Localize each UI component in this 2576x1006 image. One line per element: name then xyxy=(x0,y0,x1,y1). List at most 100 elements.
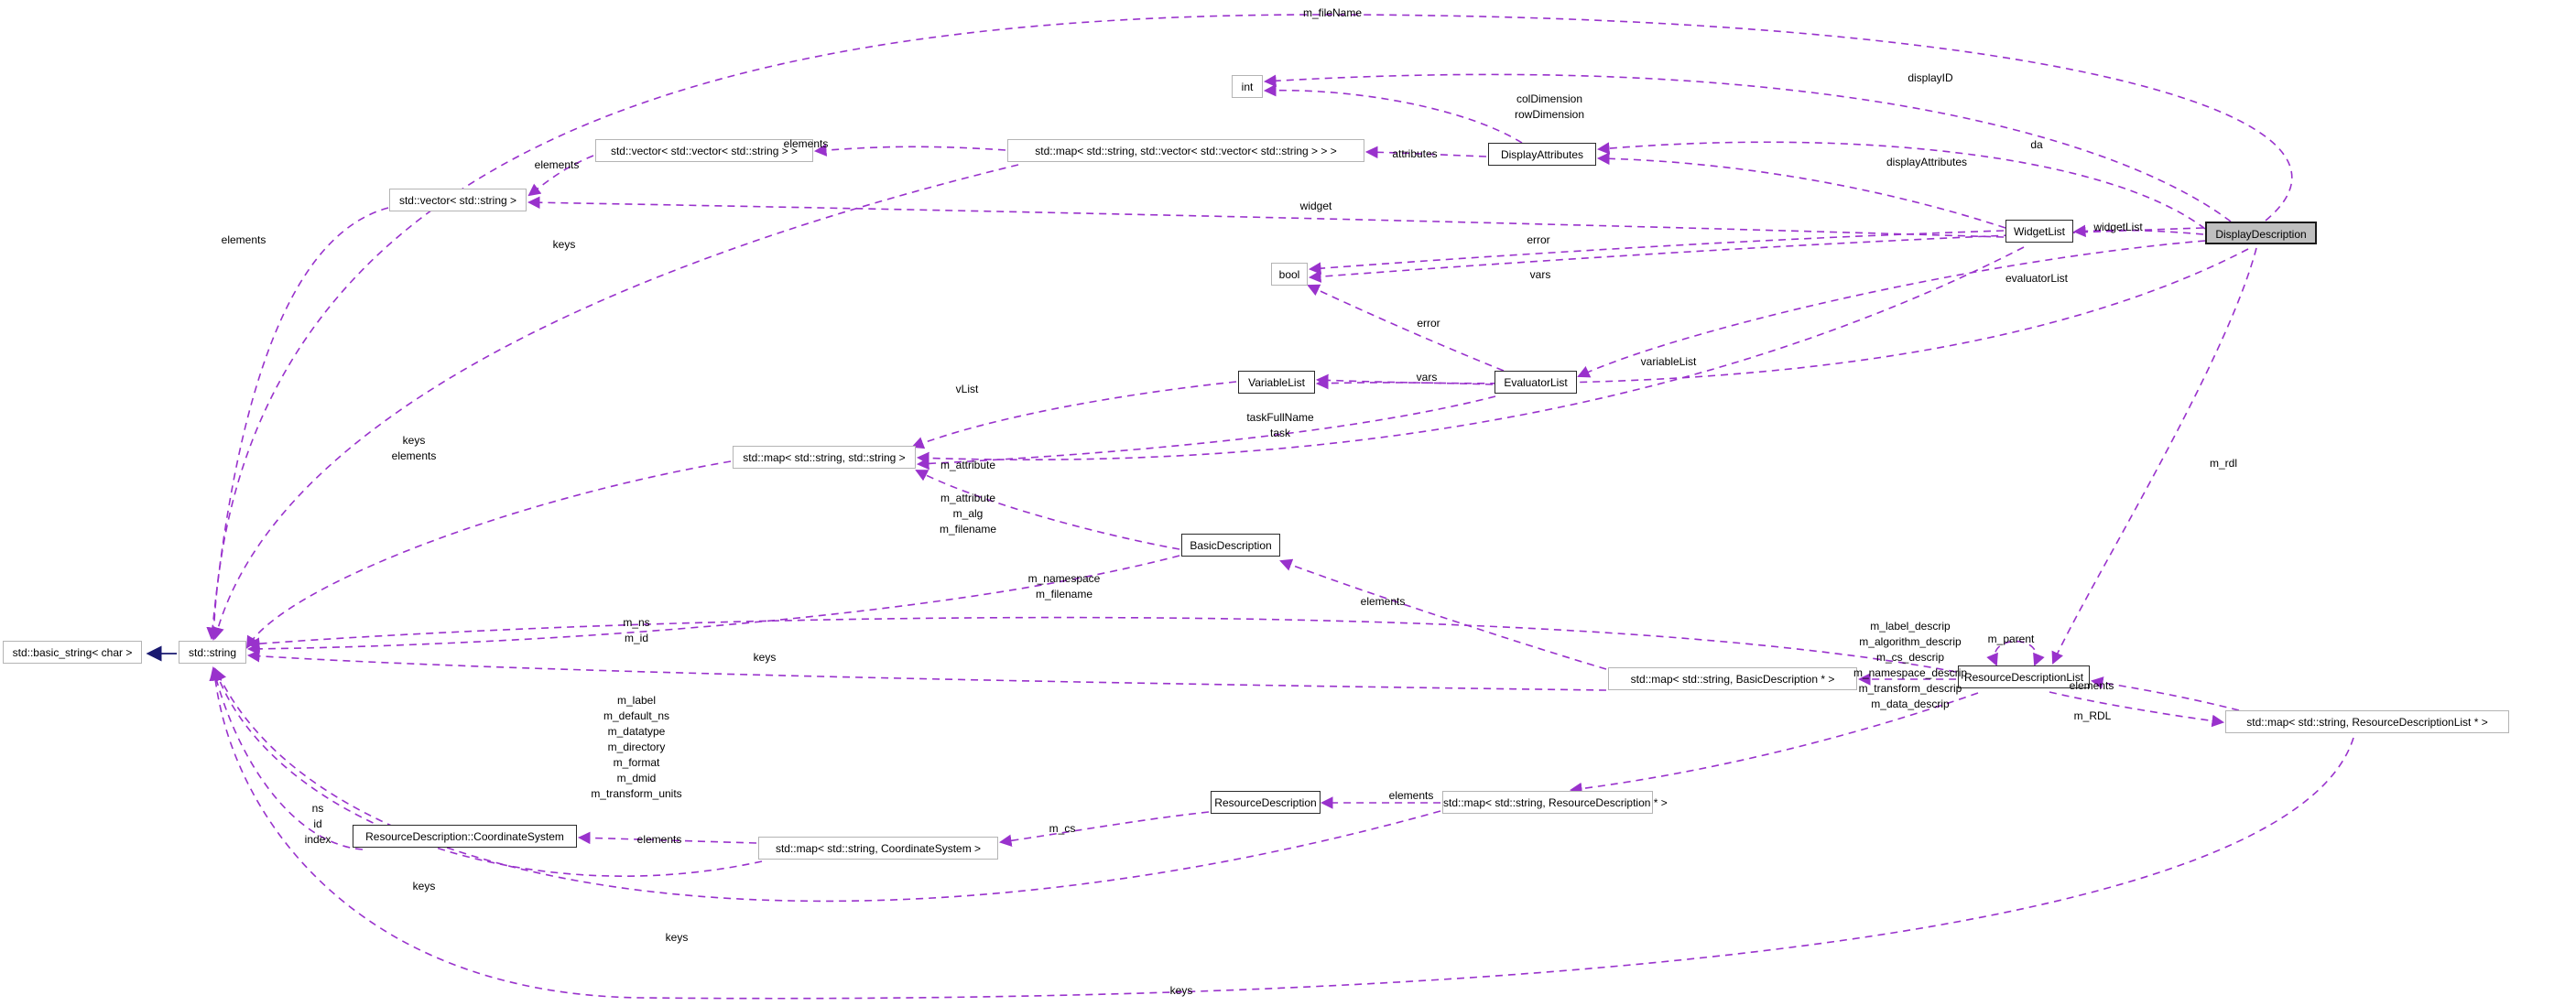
edge-label-line: vars xyxy=(1416,371,1438,384)
edge-label-line: evaluatorList xyxy=(2005,272,2069,285)
edge-m-RDL xyxy=(2049,691,2225,728)
edge-label-line: keys xyxy=(402,434,426,447)
edge-label-display-id: displayID xyxy=(1908,70,1952,86)
edge-label-line: vars xyxy=(1529,268,1551,281)
edge-label-line: m_id xyxy=(624,632,648,644)
edge-label-line: vList xyxy=(955,383,979,395)
edge-label-vars-bool: vars xyxy=(1530,267,1551,283)
node-evaluator-list[interactable]: EvaluatorList xyxy=(1495,371,1577,394)
edge-vars-variablelist xyxy=(1315,376,1494,390)
node-map-resdesc: std::map< std::string, ResourceDescripti… xyxy=(1442,791,1668,814)
node-display-attributes[interactable]: DisplayAttributes xyxy=(1488,143,1596,166)
edge-label-line: m_filename xyxy=(1035,588,1093,600)
edge-label-line: m_default_ns xyxy=(603,709,670,722)
edge-evaluatorlist xyxy=(1577,240,2206,378)
edge-label-elements-map-vv: elements xyxy=(784,136,829,152)
node-bool: bool xyxy=(1271,263,1308,286)
node-map-rdl: std::map< std::string, ResourceDescripti… xyxy=(2225,710,2509,733)
edge-label-m-filename-top: m_fileName xyxy=(1303,5,1362,21)
node-variable-list[interactable]: VariableList xyxy=(1238,371,1315,394)
edge-label-da: da xyxy=(2030,137,2042,153)
edge-label-line: elements xyxy=(2069,679,2114,692)
node-widget-list[interactable]: WidgetList xyxy=(2005,220,2073,243)
edge-label-line: m_parent xyxy=(1987,633,2035,645)
edge-label-error-evaluatorlist: error xyxy=(1417,316,1440,331)
edge-label-elements-mrd: elements xyxy=(1389,788,1434,804)
edge-label-elements-mrdl: elements xyxy=(2070,678,2114,694)
edge-label-line: error xyxy=(1527,233,1550,246)
edge-label-line: widgetList xyxy=(2093,221,2143,233)
edge-keys-mrd xyxy=(214,668,1441,903)
edge-label-line: m_RDL xyxy=(2073,709,2112,722)
edge-m-cs xyxy=(998,811,1210,848)
node-display-description[interactable]: DisplayDescription xyxy=(2205,222,2317,244)
edge-label-line: m_directory xyxy=(607,741,666,753)
edge-label-line: m_cs xyxy=(1049,822,1076,835)
edge-label-line: m_attribute xyxy=(940,492,996,504)
edge-label-line: keys xyxy=(552,238,576,251)
edge-label-line: ns xyxy=(311,802,324,815)
edge-m-attribute-alg-filename xyxy=(915,470,1180,550)
node-map-basicdesc: std::map< std::string, BasicDescription … xyxy=(1608,667,1857,690)
edge-m-namespace-filename xyxy=(246,616,1957,673)
edge-label-line: elements xyxy=(1360,595,1406,608)
edge-label-m-rdl: m_rdl xyxy=(2210,456,2237,471)
edge-label-keys-mapvv: keys xyxy=(553,237,576,253)
edge-label-line: displayID xyxy=(1908,71,1953,84)
node-int: int xyxy=(1232,75,1263,98)
edge-label-line: keys xyxy=(753,651,777,664)
edge-label-keys-mrdl: keys xyxy=(1170,983,1193,999)
edge-label-vlist: vList xyxy=(956,382,979,397)
edge-label-line: variableList xyxy=(1640,355,1697,368)
node-map-vecvec: std::map< std::string, std::vector< std:… xyxy=(1007,139,1364,162)
edge-ns-id-index xyxy=(210,666,364,850)
edge-elements-mbd xyxy=(1279,558,1607,670)
edge-label-line: error xyxy=(1417,317,1440,330)
node-basic-string: std::basic_string< char > xyxy=(3,641,142,664)
edge-label-line: m_transform_units xyxy=(591,787,682,800)
edge-elements-mrdl xyxy=(2090,676,2240,711)
edge-col-row-dimension xyxy=(1263,83,1523,144)
edge-label-variablelist-lbl: variableList xyxy=(1641,354,1697,370)
edge-label-widget: widget xyxy=(1300,199,1332,214)
edge-label-line: id xyxy=(313,817,322,830)
edge-label-keys-mbd: keys xyxy=(754,650,777,665)
edge-label-error-widgetlist: error xyxy=(1527,233,1549,248)
edge-label-line: elements xyxy=(534,158,580,171)
node-vector-vector-string: std::vector< std::vector< std::string > … xyxy=(595,139,813,162)
node-rdl[interactable]: ResourceDescriptionList xyxy=(1958,665,2090,688)
edge-label-display-attributes-lbl: displayAttributes xyxy=(1886,155,1967,170)
edge-label-line: elements xyxy=(221,233,266,246)
edge-label-m-attribute: m_attribute xyxy=(940,458,995,473)
node-map-string-string: std::map< std::string, std::string > xyxy=(733,446,916,469)
edge-vlist xyxy=(911,381,1237,449)
edge-label-line: m_label_descrip xyxy=(1870,620,1951,633)
edge-label-m-RDL: m_RDL xyxy=(2074,709,2112,724)
node-basic-description[interactable]: BasicDescription xyxy=(1181,534,1280,557)
edge-variablelist xyxy=(1315,248,2249,387)
node-coord-system[interactable]: ResourceDescription::CoordinateSystem xyxy=(353,825,577,848)
edge-m-rdl xyxy=(2051,247,2257,665)
edge-widgetlist xyxy=(2072,224,2204,238)
edge-label-line: attributes xyxy=(1392,147,1438,160)
edge-label-line: m_rdl xyxy=(2209,457,2238,470)
edge-label-line: keys xyxy=(665,931,689,944)
edge-label-line: rowDimension xyxy=(1514,108,1585,121)
edge-label-line: da xyxy=(2030,138,2043,151)
edge-error-evaluatorlist xyxy=(1307,284,1505,372)
edge-label-line: m_format xyxy=(613,756,660,769)
edge-taskfullname-task xyxy=(916,395,1496,471)
edge-label-elements-mbd: elements xyxy=(1361,594,1406,610)
edge-label-m-cs: m_cs xyxy=(1049,821,1076,837)
edge-label-elements-vs: elements xyxy=(222,233,266,248)
edge-label-line: task xyxy=(1269,427,1291,439)
edge-m-attribute xyxy=(916,246,2025,465)
edge-label-line: widget xyxy=(1299,200,1332,212)
node-resource-description[interactable]: ResourceDescription xyxy=(1211,791,1321,814)
